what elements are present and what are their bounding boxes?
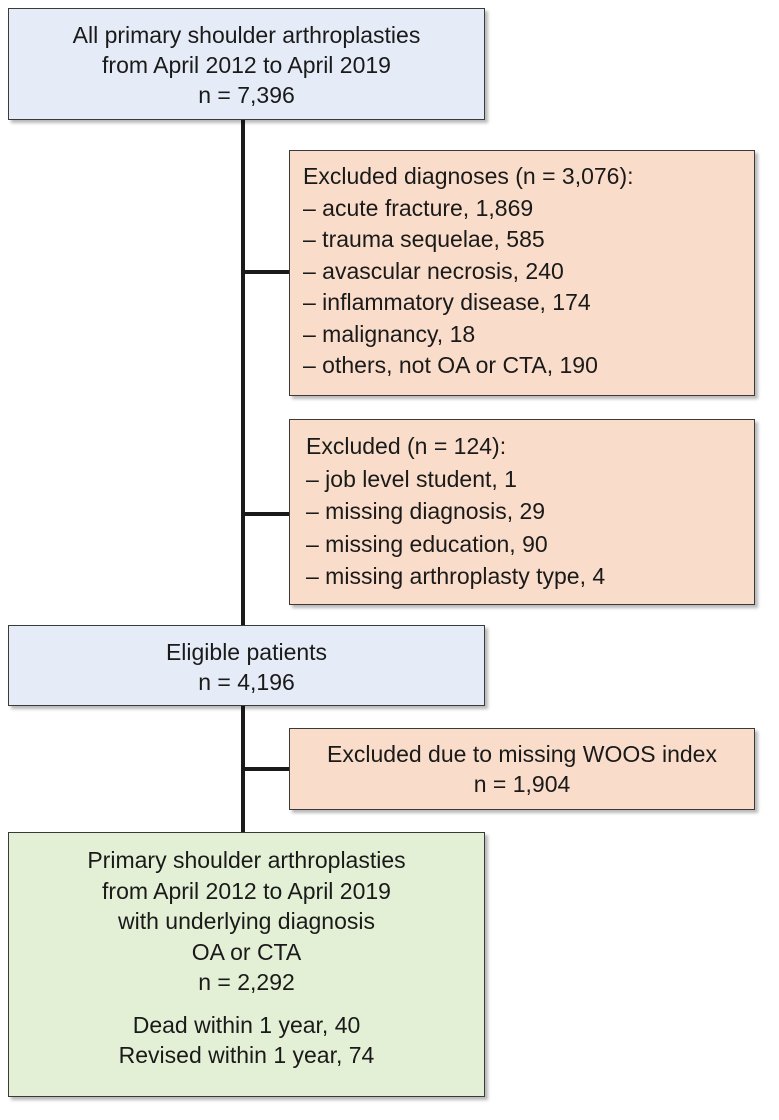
box-line: – trauma sequelae, 585 — [303, 226, 545, 252]
connector-excluded-diagnoses — [241, 270, 289, 274]
outcomes-block: Dead within 1 year, 40 Revised within 1 … — [9, 1010, 484, 1071]
box-line: All primary shoulder arthroplasties — [72, 22, 421, 48]
outcome-line: Revised within 1 year, 74 — [118, 1042, 375, 1068]
box-line: n = 2,292 — [198, 969, 295, 995]
box-line: – missing arthroplasty type, 4 — [306, 563, 606, 589]
box-line: – avascular necrosis, 240 — [303, 257, 564, 284]
box-line: – job level student, 1 — [306, 465, 517, 492]
box-line: n = 7,396 — [198, 82, 295, 108]
box-line: Eligible patients — [165, 639, 328, 665]
box-eligible-patients: Eligible patients n = 4,196 — [8, 625, 485, 706]
box-excluded-woos: Excluded due to missing WOOS index n = 1… — [289, 728, 755, 810]
box-line: – others, not OA or CTA, 190 — [303, 352, 598, 378]
box-line: from April 2012 to April 2019 — [102, 52, 391, 78]
box-line: – missing diagnosis, 29 — [306, 498, 546, 524]
box-final-cohort: Primary shoulder arthroplasties from Apr… — [8, 832, 485, 1097]
box-line: Excluded diagnoses (n = 3,076): — [303, 163, 634, 189]
box-line: Excluded due to missing WOOS index — [327, 741, 717, 767]
box-line: from April 2012 to April 2019 — [102, 877, 391, 904]
box-excluded-diagnoses: Excluded diagnoses (n = 3,076): – acute … — [289, 150, 755, 396]
connector-excluded-other — [241, 512, 289, 516]
box-all-primary-arthroplasties: All primary shoulder arthroplasties from… — [8, 8, 485, 120]
box-line: Excluded (n = 124): — [306, 433, 507, 459]
box-line: n = 1,904 — [473, 771, 571, 797]
connector-excluded-woos — [241, 767, 289, 771]
box-excluded-other: Excluded (n = 124): – job level student,… — [289, 419, 755, 605]
box-line: – missing education, 90 — [306, 530, 548, 557]
box-line: n = 4,196 — [198, 669, 295, 695]
box-line: Primary shoulder arthroplasties — [87, 847, 406, 873]
box-line: – inflammatory disease, 174 — [303, 289, 591, 315]
box-line: with underlying diagnosis — [118, 908, 375, 934]
main-flow-line — [241, 120, 245, 832]
box-line: OA or CTA — [191, 938, 302, 965]
outcome-line: Dead within 1 year, 40 — [132, 1011, 361, 1038]
box-line: – acute fracture, 1,869 — [303, 194, 534, 221]
box-line: – malignancy, 18 — [303, 320, 476, 347]
